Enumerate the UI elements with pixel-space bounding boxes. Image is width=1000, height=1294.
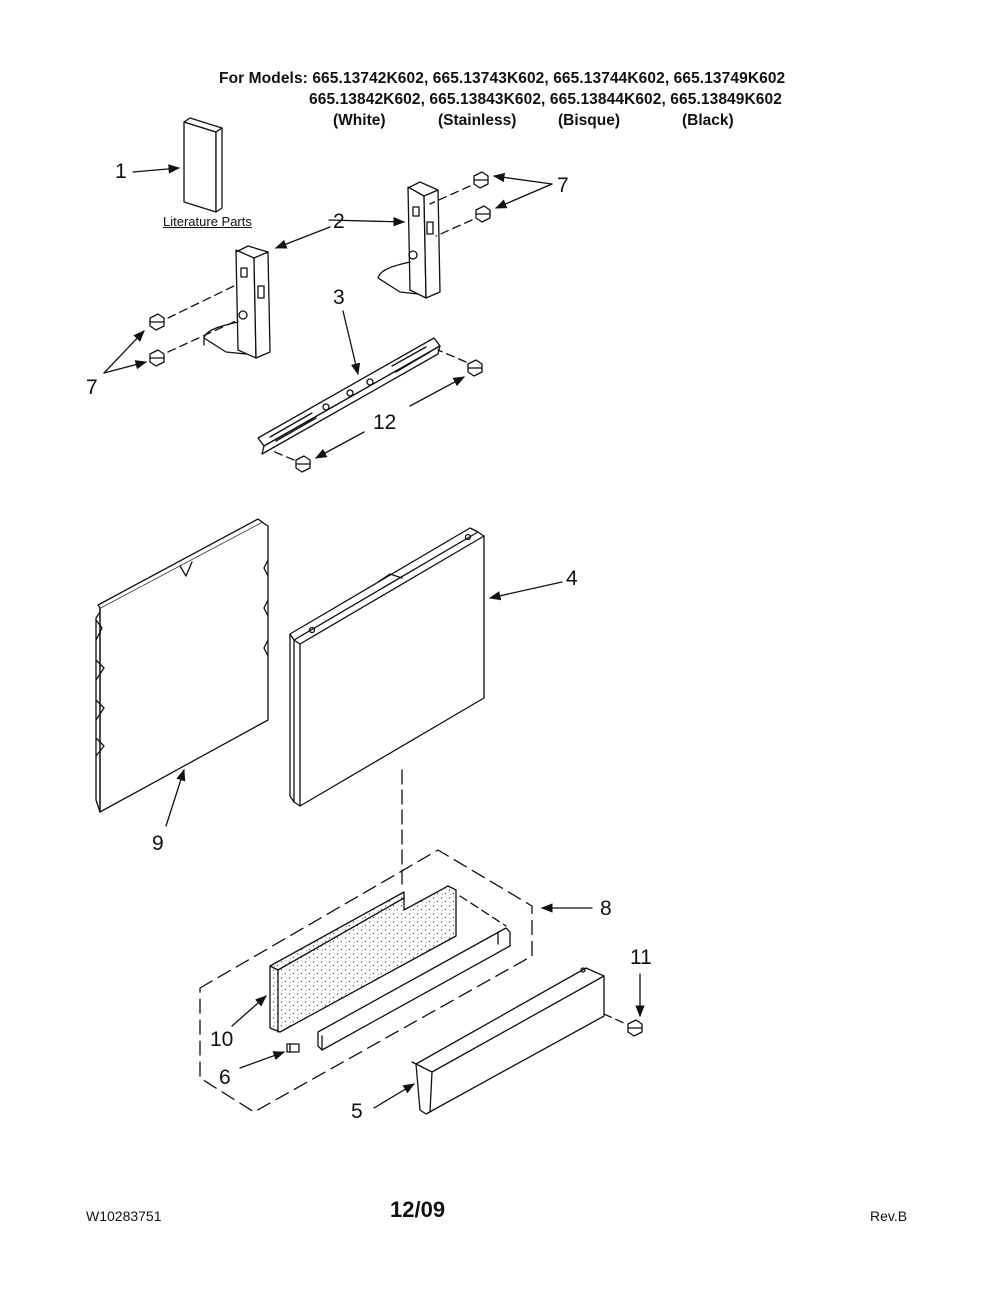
callout-7-upper: 7	[557, 174, 569, 197]
mounting-rail	[257, 337, 441, 455]
screw-12-upper	[467, 359, 483, 377]
dash-screw-upper-2	[435, 219, 473, 237]
callout-6: 6	[219, 1066, 231, 1089]
insulation-strip	[269, 885, 457, 1033]
dash-screw-left-1	[167, 283, 239, 319]
leader-4	[488, 581, 563, 601]
dash-screw-left-2	[167, 319, 239, 353]
inner-door-panel	[95, 518, 269, 813]
leader-12-down	[314, 431, 365, 459]
dash-screw-12-upper	[437, 349, 467, 363]
leader-6	[239, 1051, 286, 1069]
callout-4: 4	[566, 567, 578, 590]
leader-7b-2	[103, 360, 148, 374]
support-strip	[317, 927, 511, 1051]
clip-6	[286, 1043, 300, 1053]
color-white: (White)	[333, 112, 386, 129]
callout-3: 3	[333, 286, 345, 309]
models-line-2: 665.13842K602, 665.13843K602, 665.13844K…	[309, 91, 782, 108]
assembly-8-boundary	[199, 849, 533, 1113]
callout-1: 1	[115, 160, 127, 183]
leader-12-up	[409, 376, 466, 407]
color-stainless: (Stainless)	[438, 112, 517, 129]
leader-3	[342, 310, 361, 376]
leader-5	[373, 1083, 416, 1109]
leader-9	[165, 768, 186, 827]
callout-2: 2	[333, 210, 345, 233]
screw-12-lower	[295, 455, 311, 473]
leader-7a-1	[492, 172, 553, 185]
dash-screw-11	[603, 1013, 627, 1025]
color-bisque: (Bisque)	[558, 112, 620, 129]
leader-2b	[328, 217, 406, 227]
screw-7-left-1	[149, 313, 165, 331]
callout-9: 9	[152, 832, 164, 855]
screw-7-upper-2	[475, 205, 491, 223]
leader-1	[132, 164, 181, 174]
literature-book	[183, 117, 223, 213]
callout-5: 5	[351, 1100, 363, 1123]
screw-11	[627, 1019, 643, 1037]
right-side-bracket	[377, 181, 441, 299]
document-number: W10283751	[86, 1208, 162, 1224]
revision-date: 12/09	[390, 1197, 446, 1222]
leader-10	[231, 995, 267, 1027]
outer-door-panel	[289, 527, 485, 807]
leader-7a-2	[494, 183, 553, 209]
left-side-bracket	[203, 245, 271, 359]
dash-screw-upper-1	[429, 185, 471, 205]
toe-kick-panel	[411, 967, 605, 1115]
callout-12: 12	[373, 411, 397, 434]
callout-11: 11	[630, 946, 652, 969]
screw-7-upper-1	[473, 171, 489, 189]
models-line-1: For Models: 665.13742K602, 665.13743K602…	[219, 70, 786, 87]
revision-label: Rev.B	[870, 1208, 908, 1224]
screw-7-left-2	[149, 349, 165, 367]
dash-strip	[459, 895, 507, 927]
leader-7b-1	[103, 330, 145, 374]
callout-10: 10	[210, 1028, 234, 1051]
callout-8: 8	[600, 897, 612, 920]
dash-screw-12-lower	[269, 449, 295, 461]
literature-parts-label: Literature Parts	[163, 214, 252, 229]
callout-7-lower: 7	[86, 376, 98, 399]
leader-2	[274, 226, 331, 249]
color-black: (Black)	[682, 112, 734, 129]
